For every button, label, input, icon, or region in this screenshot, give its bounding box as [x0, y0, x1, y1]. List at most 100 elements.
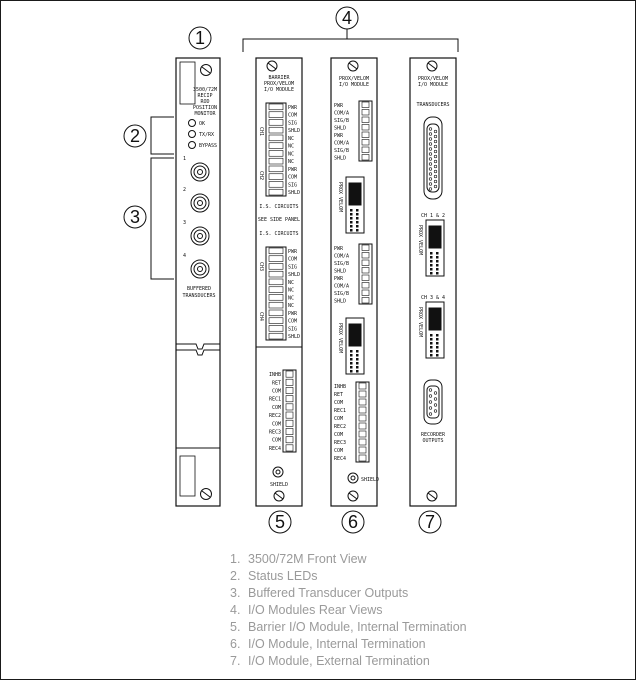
svg-text:SHIELD: SHIELD	[361, 477, 379, 483]
connector-pin	[428, 172, 433, 176]
connector-pin	[433, 169, 438, 174]
connector-pin	[428, 388, 433, 392]
terminal-cell	[268, 188, 284, 196]
jumper-pin	[430, 252, 433, 255]
terminal-label: PWR	[334, 246, 344, 252]
terminal-cell	[361, 289, 370, 296]
terminal-label: SHLD	[334, 125, 346, 131]
bracket-4	[242, 29, 459, 52]
terminal-cell	[285, 395, 294, 403]
terminal-label: COM	[334, 416, 343, 422]
callout-4: 4	[335, 6, 359, 30]
jumper-pin	[356, 350, 359, 353]
jumper-pin	[430, 272, 433, 275]
svg-text:5: 5	[275, 512, 285, 532]
terminal-cell	[358, 446, 367, 454]
connector-pin	[428, 137, 433, 141]
jumper-pin	[356, 209, 359, 212]
jumper-pin	[350, 221, 353, 224]
terminal-label: SIG/B	[334, 118, 349, 124]
terminal-cell	[361, 124, 370, 131]
jumper-pin	[356, 221, 359, 224]
terminal-label: SHLD	[288, 128, 300, 134]
svg-text:CH1: CH1	[258, 127, 264, 136]
terminal-cell	[361, 274, 370, 281]
jumper-pin	[430, 346, 433, 349]
terminal-cell	[361, 146, 370, 153]
terminal-label: REC3	[334, 440, 346, 446]
jumper-pin	[350, 217, 353, 220]
terminal-label: SHLD	[288, 334, 300, 340]
connector-pin	[433, 144, 438, 149]
connector-pin	[428, 132, 433, 136]
svg-text:SHIELD: SHIELD	[270, 482, 288, 488]
jumper-pin	[350, 209, 353, 212]
svg-text:PROX/VELOM: PROX/VELOM	[339, 76, 369, 82]
svg-text:I/O MODULE: I/O MODULE	[418, 82, 448, 88]
terminal-label: NC	[288, 295, 294, 301]
connector-pin	[428, 147, 433, 151]
terminal-cell	[268, 309, 284, 317]
terminal-cell	[268, 181, 284, 188]
terminal-label: SHLD	[334, 298, 346, 304]
terminal-cell	[361, 139, 370, 146]
terminal-label: COM	[288, 257, 297, 263]
terminal-cell	[358, 422, 367, 430]
jumper-pin	[436, 338, 439, 341]
jumper-pin	[436, 272, 439, 275]
jumper-pin	[436, 354, 439, 357]
terminal-label: INHB	[269, 372, 281, 378]
module-7-io-external: PROX/VELOM I/O MODULE TRANSDUCERS CH 1 &…	[409, 57, 457, 507]
connector-pin	[428, 394, 433, 398]
svg-text:I/O MODULE: I/O MODULE	[339, 82, 369, 88]
terminal-cell	[285, 387, 294, 394]
connector-pin	[433, 184, 438, 189]
jumper-header-ch34	[425, 301, 445, 359]
terminal-cell	[358, 406, 367, 414]
module-6-io-internal: PROX/VELOM I/O MODULE PWRCOM/ASIG/BSHLDP…	[330, 57, 379, 507]
connector-pin	[428, 142, 433, 146]
legend-item: 5.Barrier I/O Module, Internal Terminati…	[230, 620, 467, 634]
terminal-label: COM	[288, 175, 297, 181]
svg-text:BARRIER: BARRIER	[268, 75, 290, 81]
svg-text:BUFFERED: BUFFERED	[187, 286, 211, 292]
connector-pin	[433, 164, 438, 169]
terminal-cell	[361, 101, 370, 108]
jumper-pin	[356, 362, 359, 365]
connector-pin	[433, 139, 438, 144]
jumper-pin	[350, 225, 353, 228]
jumper-pin	[436, 264, 439, 267]
terminal-cell	[268, 263, 284, 270]
jumper-pin	[430, 268, 433, 271]
terminal-label: SIG	[288, 326, 297, 332]
callout-3: 3	[123, 205, 147, 229]
terminal-cell	[268, 103, 284, 111]
svg-text:7: 7	[425, 512, 435, 532]
terminal-label: REC3	[269, 430, 281, 436]
terminal-cell	[268, 325, 284, 332]
connector-pin	[433, 174, 438, 179]
terminal-label: PWR	[334, 103, 344, 109]
terminal-cell	[268, 119, 284, 126]
terminal-cell	[268, 142, 284, 149]
bracket-2	[150, 116, 174, 155]
legend-item: 7.I/O Module, External Termination	[230, 654, 430, 668]
terminal-cell	[361, 267, 370, 274]
terminal-label: RET	[272, 380, 281, 386]
terminal-label: COM/A	[334, 253, 349, 259]
terminal-label: SHLD	[288, 190, 300, 196]
svg-text:PROX VELOM: PROX VELOM	[337, 323, 343, 353]
terminal-label: REC2	[334, 424, 346, 430]
legend-item: 1.3500/72M Front View	[230, 552, 367, 566]
terminal-label: NC	[288, 280, 294, 286]
jumper-pin	[356, 213, 359, 216]
terminal-label: NC	[288, 288, 294, 294]
terminal-cell	[268, 286, 284, 293]
jumper-pin	[436, 260, 439, 263]
terminal-label: SIG	[288, 182, 297, 188]
jumper-header-a	[345, 176, 365, 234]
svg-text:I.S. CIRCUITS: I.S. CIRCUITS	[259, 204, 298, 210]
terminal-cell	[268, 157, 284, 165]
connector-pin	[428, 400, 433, 404]
connector-pin	[433, 403, 438, 407]
